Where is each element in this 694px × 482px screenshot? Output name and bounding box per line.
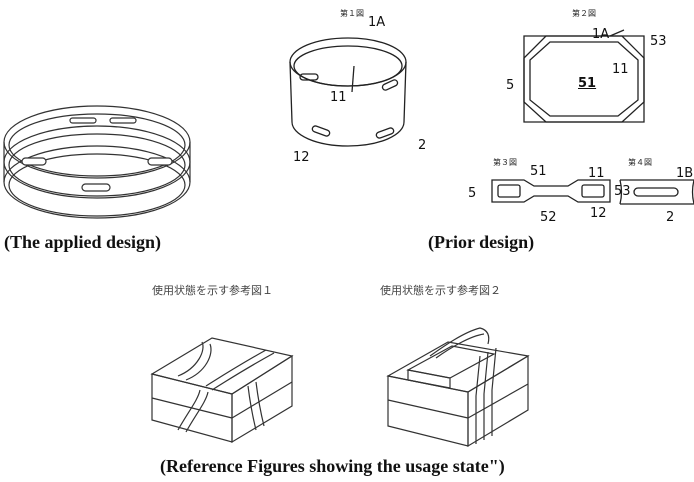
caption-prior-design: (Prior design) [428, 232, 535, 252]
fig4-title: 第４図 [628, 158, 652, 167]
fig3-title: 第３図 [493, 158, 517, 167]
applied-design-ring [0, 100, 200, 220]
caption-applied-design: (The applied design) [4, 232, 162, 252]
fig2-label-11: 11 [612, 62, 629, 77]
caption-reference-figures: (Reference Figures showing the usage sta… [160, 456, 505, 476]
fig2-label-5: 5 [506, 78, 515, 93]
fig4-label-1b: 1B [676, 166, 694, 181]
reference-figure-1-caption: 使用状態を示す参考図１ [152, 284, 273, 297]
fig3-strip-drawing [488, 176, 618, 210]
fig2-octagon-drawing [520, 30, 650, 130]
fig3-label-12: 12 [590, 206, 607, 221]
fig2-label-1a: 1A [592, 27, 610, 42]
fig3-label-11: 11 [588, 166, 605, 181]
fig3-label-52: 52 [540, 210, 557, 225]
fig3-label-53: 53 [614, 184, 631, 199]
fig1-title: 第１図 [340, 9, 364, 18]
fig1-label-12: 12 [293, 150, 310, 165]
fig3-label-5: 5 [468, 186, 477, 201]
fig2-title: 第２図 [572, 9, 596, 18]
fig1-label-1a: 1A [368, 15, 386, 30]
fig2-label-53: 53 [650, 34, 667, 49]
reference-figure-2-caption: 使用状態を示す参考図２ [380, 284, 501, 297]
fig4-label-2: 2 [666, 210, 675, 225]
fig3-label-51: 51 [530, 164, 547, 179]
fig4-slot-drawing [620, 178, 694, 208]
reference-figure-1-block [148, 320, 298, 450]
reference-figure-2-stack [384, 316, 534, 456]
fig2-label-51: 51 [578, 76, 597, 91]
fig1-band-drawing [286, 30, 426, 160]
fig1-label-2: 2 [418, 138, 427, 153]
fig1-label-11: 11 [330, 90, 347, 105]
